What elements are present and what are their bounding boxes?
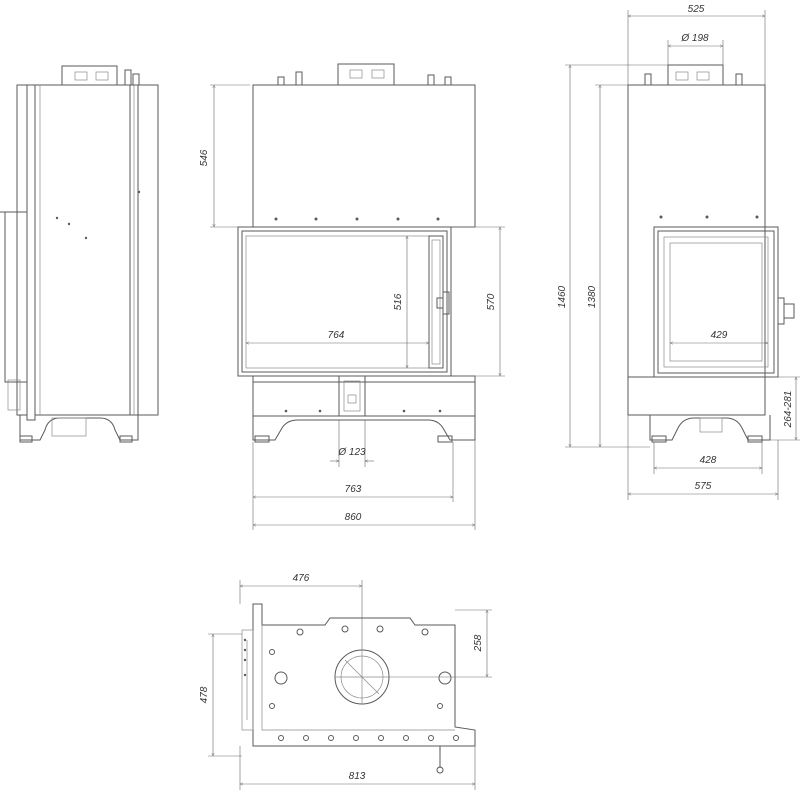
dim-total-height: 1460 <box>557 285 568 308</box>
dim-glass-height: 516 <box>393 293 404 310</box>
dim-glass-depth: 429 <box>711 330 728 341</box>
dimension-labels: 546 764 516 570 Ø 123 763 860 525 Ø 198 … <box>199 4 794 782</box>
dim-base-depth: 428 <box>700 455 717 466</box>
dim-top-depth: 525 <box>688 4 705 15</box>
dim-upper-height: 546 <box>199 149 210 166</box>
dim-base-width: 763 <box>345 484 362 495</box>
dim-flue-diameter: Ø 198 <box>680 33 709 44</box>
dim-leg-range: 264-281 <box>783 391 794 429</box>
dim-glass-width: 764 <box>328 330 345 341</box>
dim-door-height: 570 <box>486 293 497 310</box>
dim-outlet-diameter: Ø 123 <box>337 447 366 458</box>
dim-total-depth: 575 <box>695 481 712 492</box>
top-view <box>241 603 476 774</box>
dim-width: 813 <box>349 771 366 782</box>
dim-depth: 478 <box>199 686 210 703</box>
dim-body-height: 1380 <box>587 285 598 308</box>
left-side-view <box>0 65 159 443</box>
dim-flue-center-depth: 258 <box>473 634 484 652</box>
dim-flue-offset: 476 <box>293 573 310 584</box>
front-view <box>237 63 476 443</box>
right-side-view <box>627 64 795 443</box>
dimension-lines <box>208 10 800 790</box>
dim-total-width: 860 <box>345 512 362 523</box>
